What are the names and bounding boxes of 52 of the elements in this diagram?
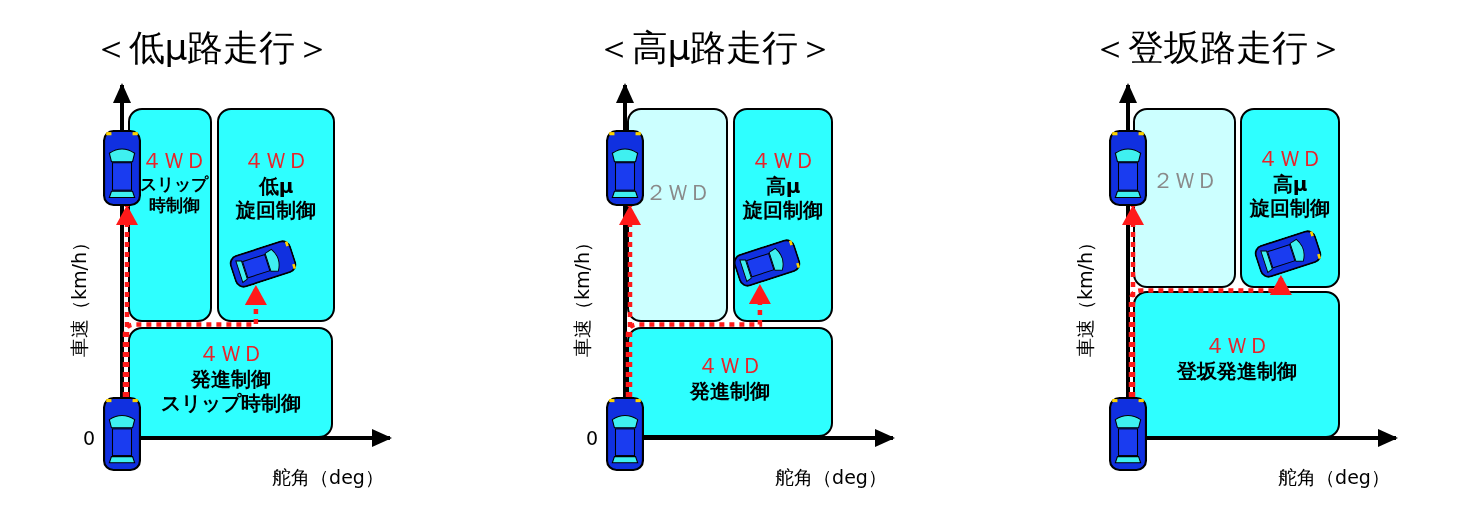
panel-title: ＜低μ路走行＞: [92, 25, 332, 70]
drive-mode-label: ４ＷＤ: [243, 148, 309, 175]
drive-mode-label: ４ＷＤ: [197, 341, 264, 368]
axis-label: 車速（km/h）: [570, 233, 594, 357]
axis-label: 0: [82, 427, 96, 449]
dotted-arrow: [619, 205, 641, 397]
control-label: 高μ: [765, 174, 801, 199]
drive-mode-label: ４ＷＤ: [697, 353, 763, 380]
control-label: 発進制御: [690, 379, 770, 404]
mode-region: [217, 108, 335, 322]
control-label: 発進制御: [190, 367, 271, 392]
control-label: 旋回制御: [1250, 196, 1330, 221]
dotted-arrow: [116, 205, 138, 397]
control-label: 登坂発進制御: [1176, 359, 1297, 384]
control-label: 低μ: [258, 174, 294, 199]
drive-mode-label: ４ＷＤ: [1203, 333, 1270, 360]
axis-label: 舵角（deg）: [1278, 465, 1390, 490]
control-label: 旋回制御: [743, 198, 823, 223]
dotted-arrow: [625, 284, 771, 397]
mode-region: [627, 108, 728, 322]
panel-title: ＜高μ路走行＞: [595, 25, 835, 70]
mode-region: [1133, 108, 1236, 288]
car-icon: [1109, 130, 1147, 206]
drive-mode-label: ４ＷＤ: [750, 148, 816, 175]
dotted-arrow: [1128, 275, 1292, 397]
dotted-arrow: [122, 285, 267, 397]
drive-mode-label: ２ＷＤ: [644, 180, 711, 207]
axis-label: 舵角（deg）: [272, 465, 384, 490]
drive-mode-label: ２ＷＤ: [1151, 168, 1218, 195]
control-label: スリップ時制御: [160, 391, 301, 416]
mode-region: [1133, 291, 1340, 438]
mode-region: [1240, 108, 1340, 288]
car-icon: [1109, 397, 1147, 471]
mode-region: [627, 327, 833, 437]
drive-mode-label: ４ＷＤ: [1257, 146, 1323, 173]
car-icon: [606, 130, 644, 206]
car-icon: [606, 397, 644, 471]
car-icon: [103, 130, 141, 206]
control-label: 旋回制御: [236, 198, 316, 223]
axis-label: 車速（km/h）: [67, 233, 91, 357]
control-label: 高μ: [1272, 172, 1308, 197]
drive-mode-label: ４ＷＤ: [141, 148, 207, 175]
dotted-arrow: [1122, 205, 1144, 397]
panel-title: ＜登坂路走行＞: [1092, 25, 1344, 70]
axis-label: 0: [585, 427, 599, 449]
control-label: スリップ時制御: [139, 174, 209, 216]
axis-label: 舵角（deg）: [775, 465, 887, 490]
mode-region: [733, 108, 833, 322]
mode-region: [128, 327, 333, 438]
axis-label: 車速（km/h）: [1073, 233, 1097, 357]
mode-region: [128, 108, 212, 322]
car-icon: [103, 397, 141, 471]
